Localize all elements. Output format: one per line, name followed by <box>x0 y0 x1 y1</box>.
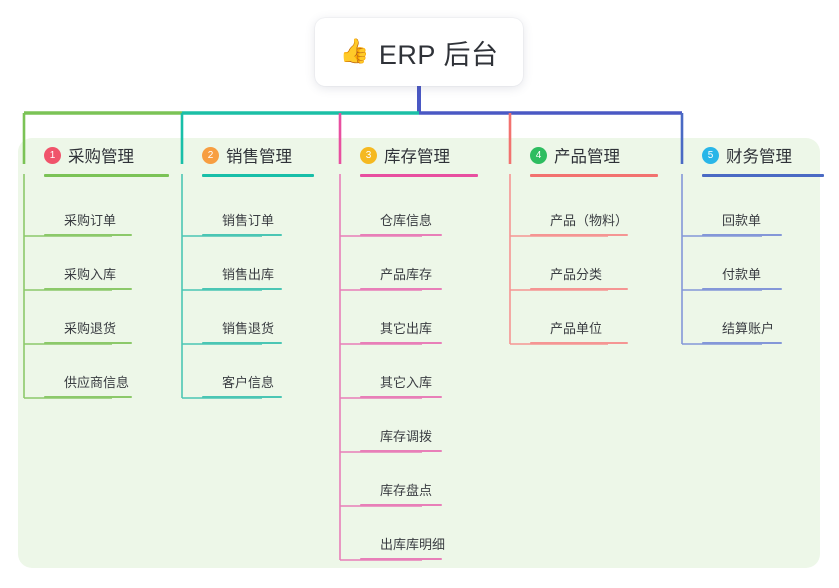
branch-leaf[interactable]: 产品单位 <box>530 318 628 344</box>
branch-leaf-underline <box>44 342 132 344</box>
branch-leaf-label: 采购退货 <box>64 321 117 336</box>
branch-leaf-label: 其它入库 <box>380 375 433 390</box>
branch-header-4[interactable]: 4 产品管理 <box>508 138 620 172</box>
branch-column-4: 4 产品管理产品（物料） 产品分类产品单位 <box>508 138 658 344</box>
branch-leaf-underline <box>44 288 132 290</box>
branch-underline <box>202 174 314 177</box>
branch-leaf-underline <box>202 288 282 290</box>
branch-leaf-label: 供应商信息 <box>64 375 130 390</box>
branch-leaf-label: 付款单 <box>722 267 762 282</box>
branch-leaf[interactable]: 仓库信息 <box>360 210 442 236</box>
branch-underline <box>44 174 169 177</box>
branch-underline <box>360 174 478 177</box>
branch-column-1: 1 采购管理采购订单采购入库采购退货供应商信息 <box>22 138 169 398</box>
branch-number-badge: 1 <box>44 146 61 164</box>
branch-leaf-label: 其它出库 <box>380 321 433 336</box>
branch-leaf[interactable]: 客户信息 <box>202 372 282 398</box>
branch-leaf[interactable]: 其它出库 <box>360 318 442 344</box>
branch-leaf[interactable]: 库存盘点 <box>360 480 442 506</box>
branch-leaf[interactable]: 产品库存 <box>360 264 442 290</box>
branch-leaf[interactable]: 采购退货 <box>44 318 132 344</box>
branch-leaf-underline <box>702 342 782 344</box>
branch-leaf-label: 产品（物料） <box>550 213 629 228</box>
branch-leaf[interactable]: 库存调拨 <box>360 426 442 452</box>
root-title: 👍 ERP 后台 <box>340 33 499 72</box>
branch-leaf[interactable]: 销售出库 <box>202 264 282 290</box>
branch-leaf-label: 产品分类 <box>550 267 603 282</box>
branch-leaf-underline <box>530 288 628 290</box>
branch-leaf[interactable]: 结算账户 <box>702 318 782 344</box>
branch-leaf-label: 回款单 <box>722 213 762 228</box>
branch-leaf-underline <box>702 234 782 236</box>
branch-leaf-label: 销售出库 <box>222 267 275 282</box>
branch-leaf-underline <box>360 504 442 506</box>
branch-leaf-underline <box>702 288 782 290</box>
branch-column-2: 2 销售管理销售订单销售出库销售退货客户信息 <box>180 138 314 398</box>
branch-leaf[interactable]: 销售订单 <box>202 210 282 236</box>
branch-leaf-underline <box>530 234 628 236</box>
branches-panel <box>18 138 820 568</box>
branch-leaf[interactable]: 产品（物料） <box>530 210 628 236</box>
root-node[interactable]: 👍 ERP 后台 <box>315 18 523 86</box>
branch-leaf-underline <box>44 234 132 236</box>
branch-leaf-underline <box>44 396 132 398</box>
branch-leaf-label: 采购入库 <box>64 267 117 282</box>
branch-header-1[interactable]: 1 采购管理 <box>22 138 134 172</box>
branch-leaf-underline <box>360 396 442 398</box>
branch-leaf-underline <box>360 288 442 290</box>
branch-leaf-underline <box>202 234 282 236</box>
branch-title: 采购管理 <box>68 148 134 166</box>
branch-leaf-label: 采购订单 <box>64 213 117 228</box>
branch-leaf-label: 客户信息 <box>222 375 275 390</box>
branch-leaf-underline <box>530 342 628 344</box>
branch-leaf[interactable]: 付款单 <box>702 264 782 290</box>
branch-leaf[interactable]: 采购入库 <box>44 264 132 290</box>
branch-leaf[interactable]: 销售退货 <box>202 318 282 344</box>
branch-leaf[interactable]: 出库库明细 <box>360 534 445 560</box>
branch-header-2[interactable]: 2 销售管理 <box>180 138 292 172</box>
branch-leaf-label: 销售退货 <box>222 321 275 336</box>
branch-leaf-label: 产品库存 <box>380 267 433 282</box>
branch-header-3[interactable]: 3 库存管理 <box>338 138 450 172</box>
branch-leaf[interactable]: 其它入库 <box>360 372 442 398</box>
branch-column-3: 3 库存管理仓库信息产品库存其它出库其它入库库存调拨库存盘点出库库明细 <box>338 138 478 560</box>
branch-leaf-underline <box>360 342 442 344</box>
branch-leaf-label: 库存调拨 <box>380 429 433 444</box>
branch-title: 财务管理 <box>726 148 792 166</box>
branch-leaf-label: 出库库明细 <box>380 537 446 552</box>
branch-number-badge: 4 <box>530 146 547 164</box>
columns-container: 1 采购管理采购订单采购入库采购退货供应商信息 2 销售管理销售订单销售出库销售退货客… <box>18 138 824 568</box>
branch-number-badge: 2 <box>202 146 219 164</box>
branch-column-5: 5 财务管理回款单付款单结算账户 <box>680 138 824 344</box>
branch-title: 销售管理 <box>226 148 292 166</box>
branch-leaf-label: 库存盘点 <box>380 483 433 498</box>
branch-leaf-label: 产品单位 <box>550 321 603 336</box>
branch-leaf-label: 销售订单 <box>222 213 275 228</box>
branch-leaf-underline <box>202 342 282 344</box>
branch-number-badge: 5 <box>702 146 719 164</box>
branch-leaf[interactable]: 回款单 <box>702 210 782 236</box>
thumbs-up-icon: 👍 <box>339 38 370 65</box>
branch-leaf-underline <box>202 396 282 398</box>
branch-title: 库存管理 <box>384 148 450 166</box>
branch-underline <box>530 174 658 177</box>
branch-leaf-label: 结算账户 <box>722 321 775 336</box>
branch-leaf-label: 仓库信息 <box>380 213 433 228</box>
branch-leaf-underline <box>360 558 442 560</box>
branch-title: 产品管理 <box>554 148 620 166</box>
root-title-text: ERP 后台 <box>378 39 499 70</box>
branch-leaf[interactable]: 产品分类 <box>530 264 628 290</box>
branch-leaf-underline <box>360 234 442 236</box>
branch-leaf[interactable]: 供应商信息 <box>44 372 132 398</box>
branch-number-badge: 3 <box>360 146 377 164</box>
branch-leaf-underline <box>360 450 442 452</box>
branch-header-5[interactable]: 5 财务管理 <box>680 138 792 172</box>
branch-underline <box>702 174 824 177</box>
branch-leaf[interactable]: 采购订单 <box>44 210 132 236</box>
